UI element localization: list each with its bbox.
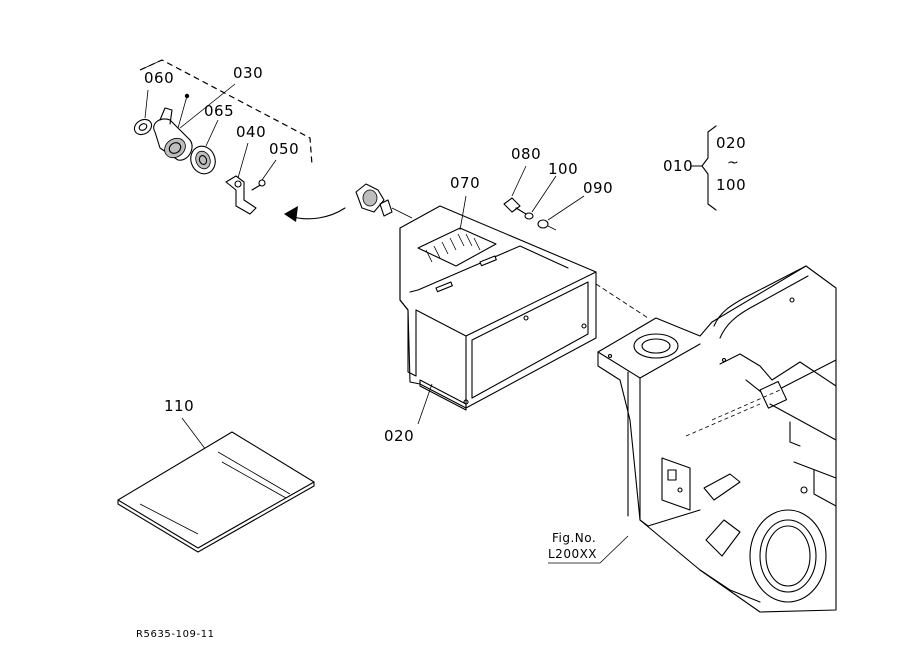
fig-reference-leader (548, 535, 629, 564)
label-020-box: 020 (384, 427, 415, 445)
label-range-start: 010 (663, 157, 694, 175)
part-030-lock-cylinder (153, 93, 193, 161)
fig-reference-line1: Fig.No. (552, 531, 597, 545)
label-065: 065 (204, 102, 235, 120)
assembly-direction-arrow (284, 206, 346, 222)
sub-assembly-030-bracket (139, 59, 313, 166)
label-080: 080 (511, 145, 542, 163)
leader-lines (144, 83, 649, 451)
part-connector-plug (355, 183, 413, 219)
part-065-nut (190, 145, 216, 175)
label-110: 110 (164, 397, 195, 415)
label-range-bottom: 100 (716, 176, 747, 194)
label-030: 030 (233, 64, 264, 82)
part-100-washer (524, 212, 534, 220)
label-100: 100 (548, 160, 579, 178)
label-070: 070 (450, 174, 481, 192)
figure-code: R5635-109-11 (136, 629, 215, 640)
part-080-bolt (503, 197, 527, 215)
label-090: 090 (583, 179, 614, 197)
fig-reference-line2: L200XX (548, 547, 598, 561)
label-040: 040 (236, 123, 267, 141)
part-040-cam-plate (225, 175, 257, 215)
label-range-top: 020 (716, 134, 747, 152)
part-060-ring (133, 118, 153, 136)
label-050: 050 (269, 140, 300, 158)
range-bracket (691, 125, 717, 211)
tractor-frame (597, 265, 837, 613)
part-050-screw (251, 179, 266, 191)
part-090-washer (537, 219, 557, 231)
part-020-battery-box (399, 205, 597, 411)
label-060: 060 (144, 69, 175, 87)
part-110-manual (117, 431, 315, 553)
label-range-tilde: ~ (727, 155, 739, 171)
